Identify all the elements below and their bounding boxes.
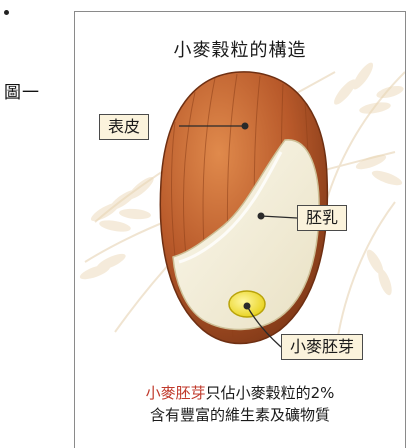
caption-line-1: 小麥胚芽只佔小麥穀粒的2% [75,382,405,404]
caption-line-2: 含有豐富的維生素及礦物質 [75,404,405,426]
bullet-dot [4,10,9,15]
figure-title: 小麥穀粒的構造 [75,36,405,62]
figure-panel: 小麥穀粒的構造 表皮 胚乳 小麥胚芽 小麥胚芽只佔小麥穀粒的2% 含有豐富的維生… [74,11,406,448]
figure-caption: 小麥胚芽只佔小麥穀粒的2% 含有豐富的維生素及礦物質 [75,382,405,426]
caption-line-1-rest: 只佔小麥穀粒的2% [206,384,335,402]
callout-germ: 小麥胚芽 [281,334,363,360]
figure-label: 圖一 [4,78,40,103]
callout-bran: 表皮 [99,114,149,140]
callout-endosperm: 胚乳 [297,205,347,231]
caption-highlight: 小麥胚芽 [146,384,206,402]
